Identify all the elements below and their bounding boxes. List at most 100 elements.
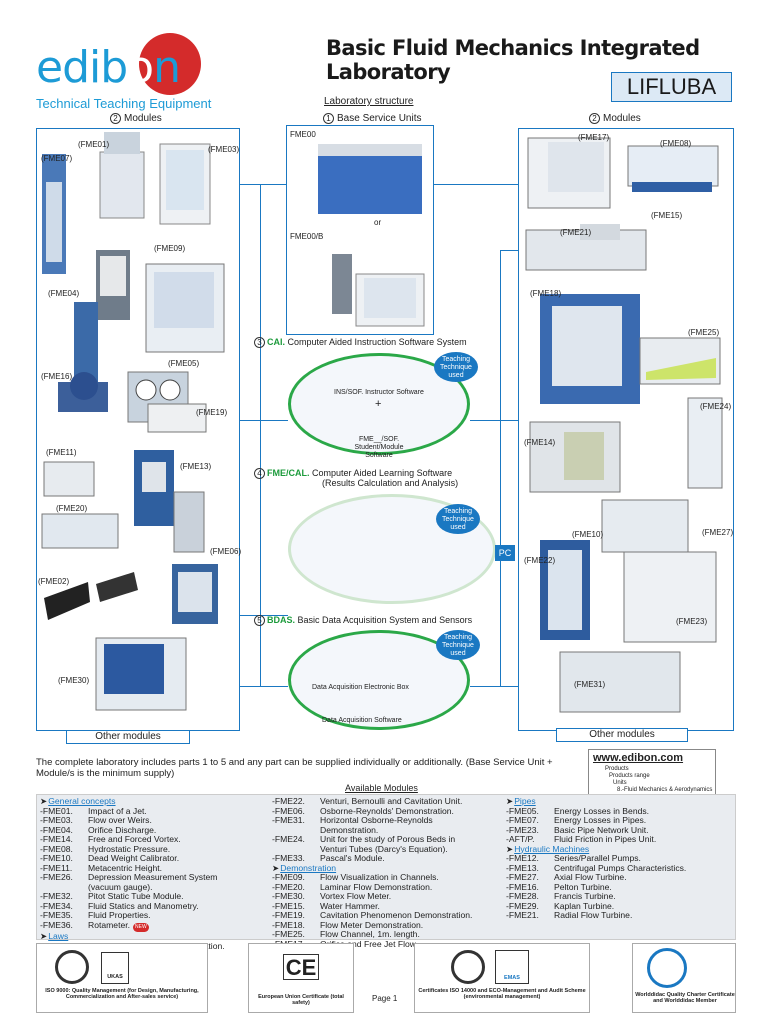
ukas-caption: UKAS [107,974,123,980]
module-code: -FME12. [506,853,539,863]
module-label-fme01: (FME01) [78,140,110,149]
module-code: -FME35. [40,910,73,920]
breadcrumb-item: Products [605,766,629,772]
module-description: Flow over Weirs. [88,815,152,825]
tagline: Technical Teaching Equipment [36,96,212,111]
lab-structure-title: Laboratory structure [324,96,414,107]
module-code: -FME04. [40,824,73,835]
module-list-item: -FME32.Pitot Static Tube Module. [40,891,276,902]
cai-student-software: FME__/SOF. Student/Module Software [354,436,404,459]
product-code-badge: LIFLUBA [611,72,732,102]
module-label-fme11: (FME11) [46,448,77,457]
module-description: Pascal's Module. [320,853,385,863]
module-description: Flow Meter Demonstration. [320,919,424,930]
website-url[interactable]: www.edibon.com [593,752,684,764]
connector-line [240,184,260,185]
base-label-or: or [374,218,382,227]
module-description: Dead Weight Calibrator. [88,853,180,863]
module-label-fme03: (FME03) [208,145,240,154]
category-general-concepts: General concepts [40,796,276,807]
module-list-item: (vacuum gauge). [40,881,276,893]
module-description: Free and Forced Vortex. [88,834,181,844]
module-label-fme30: (FME30) [58,676,90,685]
module-description: Horizontal Osborne-Reynolds [320,815,433,825]
new-badge: NEW [133,922,149,932]
module-description: Energy Losses in Bends. [554,805,650,816]
module-label-fme31: (FME31) [574,680,606,689]
module-code: -AFT/P. [506,834,535,844]
module-description: Vortex Flow Meter. [320,891,392,901]
bdas-software: Data Acquisition Software [322,717,402,724]
cai-instructor-software: INS/SOF. Instructor Software [334,389,424,396]
other-modules-left[interactable]: Other modules [66,730,190,744]
module-description: (vacuum gauge). [88,881,153,892]
section-fmecal-subtitle: (Results Calculation and Analysis) [322,478,459,488]
module-list-item: Demonstration. [272,825,504,836]
module-description: Hydrostatic Pressure. [88,843,171,854]
footer-iso14000: EMAS Certificates ISO 14000 and ECO-Mana… [414,943,590,1013]
ce-caption: European Union Certificate (total safety… [258,994,344,1006]
module-code: -FME23. [506,824,539,835]
module-code: -FME24. [272,834,305,844]
worlddidac-seal-icon [647,948,687,988]
cai-plus: + [375,398,382,410]
pc-icon: PC [495,545,515,561]
module-list-item: -FME34.Fluid Statics and Manometry. [40,901,276,912]
module-list-item: -FME12.Series/Parallel Pumps. [506,853,734,864]
module-description: Fluid Friction in Pipes Unit. [554,834,657,844]
module-label-fme17: (FME17) [578,133,610,142]
module-description: Orifice and Free Jet Flow. [320,938,418,949]
module-code: -FME29. [506,900,539,911]
module-code: -FME20. [272,881,305,892]
module-code: -FME01. [40,805,73,816]
page-title: Basic Fluid Mechanics Integrated Laborat… [326,36,700,84]
module-description: Rotameter. [88,919,131,930]
teaching-technique-bubble: Teaching Technique used [436,504,480,534]
module-list-item: -FME28.Francis Turbine. [506,891,734,902]
module-code: -FME18. [272,919,305,930]
connector-line [240,686,288,687]
module-code: -FME16. [506,881,539,892]
module-list-item: -FME11.Metacentric Height. [40,862,276,874]
module-list-item: -FME21.Radial Flow Turbine. [506,910,734,921]
other-modules-right[interactable]: Other modules [556,728,688,742]
base-units-illustration [318,144,425,327]
module-code: -FME26. [40,872,73,882]
footer-ce: CE European Union Certificate (total saf… [248,943,354,1013]
module-description: Orifice Discharge. [88,824,157,835]
module-list-item: -FME15.Water Hammer. [272,900,504,912]
module-description: Pitot Static Tube Module. [88,891,184,901]
module-label-fme19: (FME19) [196,408,228,417]
module-code: -FME06. [272,805,305,816]
module-description: Osborne-Reynolds' Demonstration. [320,805,454,816]
module-description: Flow Visualization in Channels. [320,872,439,882]
module-description: Water Hammer. [320,900,380,911]
module-code: -FME27. [506,872,539,882]
base-label-fme00: FME00 [290,130,316,139]
modules-column-1: General concepts -FME01.Impact of a Jet.… [40,796,276,951]
module-list-item: -FME10.Dead Weight Calibrator. [40,853,276,864]
module-label-fme16: (FME16) [41,372,73,381]
module-label-fme20: (FME20) [56,504,88,513]
module-list-item: -FME30.Vortex Flow Meter. [272,891,504,902]
module-description: Axial Flow Turbine. [554,872,627,882]
edibon-logo[interactable]: edibon [36,30,241,100]
module-code: -FME07. [506,815,539,825]
page-number: Page 1 [372,994,398,1003]
footer-iso9000: UKAS ISO 9000: Quality Management (for D… [36,943,208,1013]
module-label-fme04: (FME04) [48,289,80,298]
module-list-item: -FME26.Depression Measurement System [40,872,276,883]
module-list-item: -FME06. Osborne-Reynolds' Demonstration. [272,805,504,817]
teaching-technique-bubble: Teaching Technique used [434,352,478,382]
module-label-fme18: (FME18) [530,289,562,298]
breadcrumb: Products Products range Units 8.-Fluid M… [589,766,715,794]
module-code: -FME11. [40,862,73,873]
module-list-item: -FME05.Energy Losses in Bends. [506,805,734,817]
module-description: Unit for the study of Porous Beds in [320,834,456,844]
available-modules-title: Available Modules [345,783,418,793]
module-label-fme09: (FME09) [154,244,186,253]
